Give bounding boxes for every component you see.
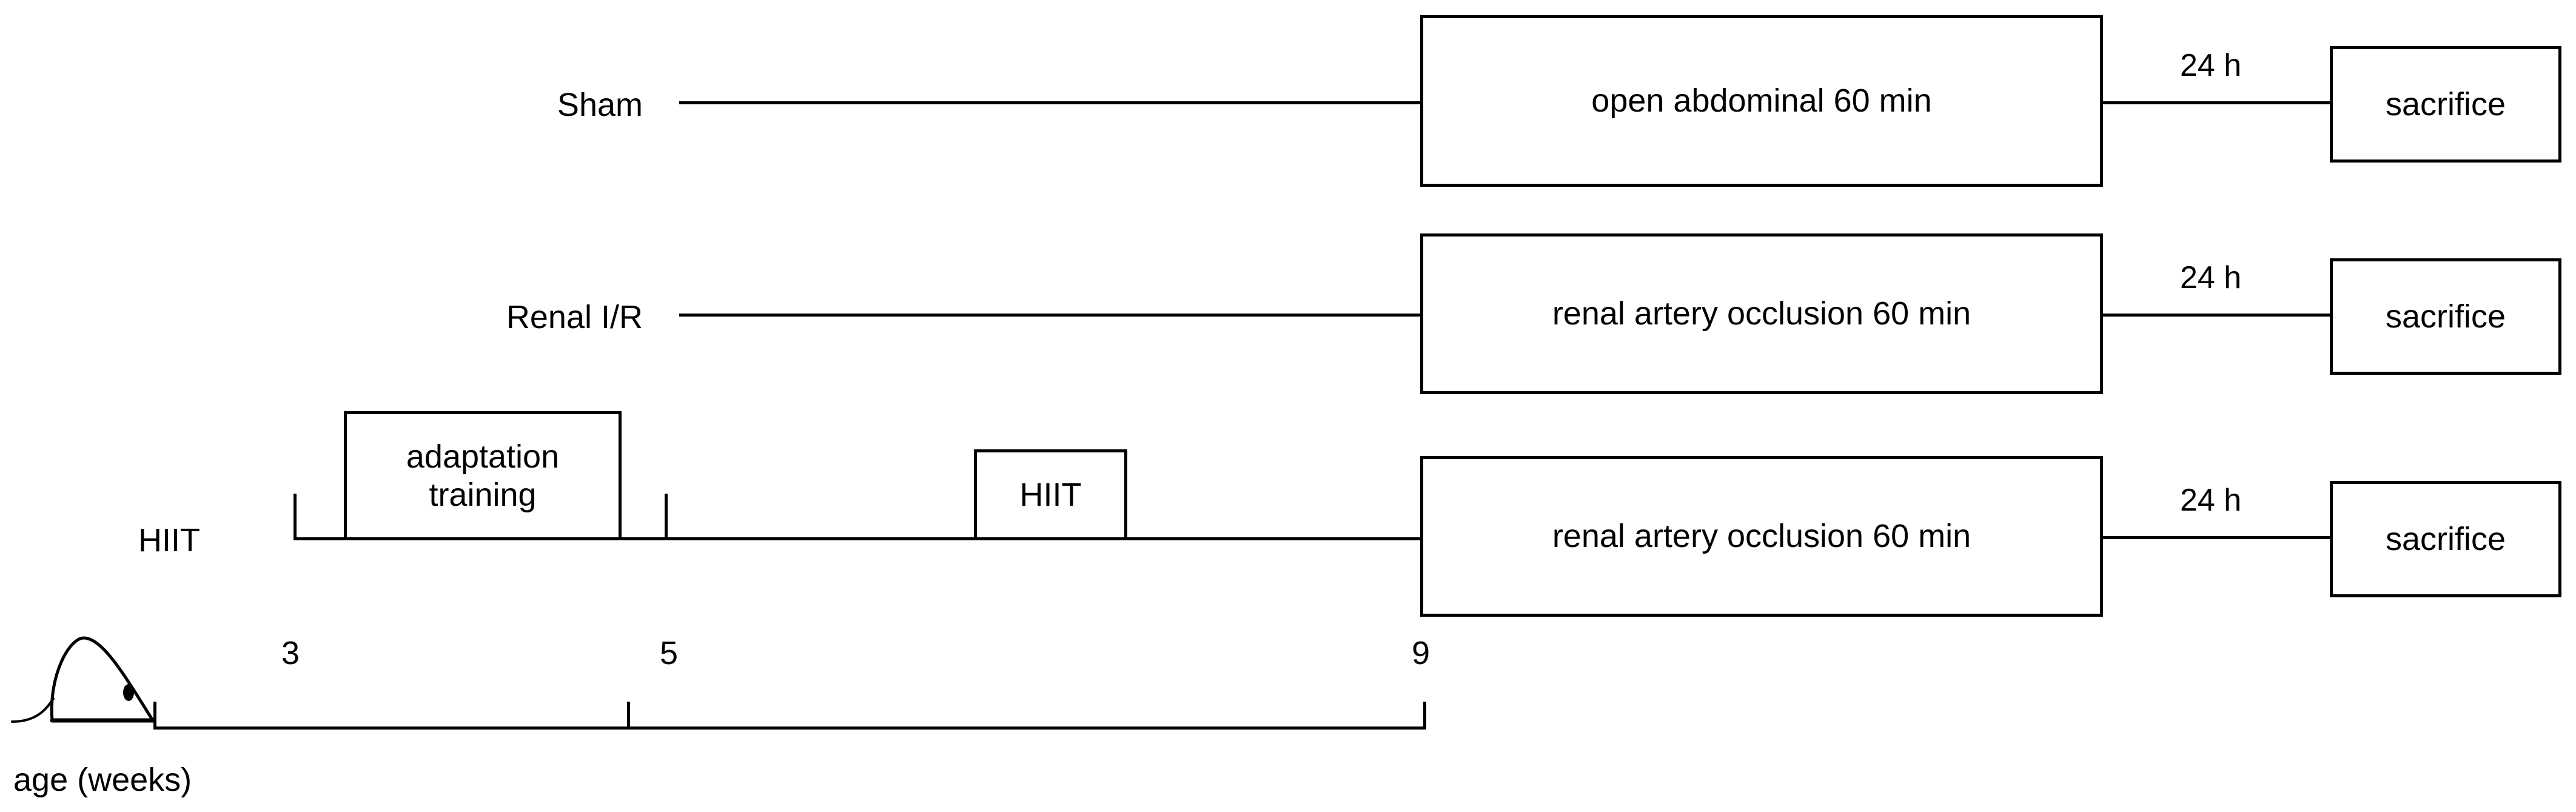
axis-tick-9: [1423, 702, 1426, 730]
axis-baseline: [153, 726, 1426, 730]
axis-tick-label-5: 5: [660, 635, 679, 671]
intervention-label-renal-ir: renal artery occlusion 60 min: [1552, 295, 1971, 332]
pre-box-label-adaptation-training: adaptation training: [406, 438, 560, 513]
mouse-icon: [11, 636, 155, 723]
pre-box-adaptation-training: adaptation training: [344, 411, 622, 540]
axis-tick-5: [627, 702, 630, 730]
endpoint-box-sham: sacrifice: [2330, 46, 2561, 163]
endpoint-label-hiit: sacrifice: [2385, 520, 2506, 557]
endpoint-box-hiit: sacrifice: [2330, 481, 2561, 597]
endpoint-label-renal-ir: sacrifice: [2385, 298, 2506, 335]
endpoint-label-sham: sacrifice: [2385, 86, 2506, 122]
intervention-label-hiit: renal artery occlusion 60 min: [1552, 518, 1971, 555]
axis-title: age (weeks): [13, 762, 192, 798]
group-label-renal-ir: Renal I/R: [506, 299, 643, 335]
intervention-box-sham: open abdominal 60 min: [1420, 15, 2103, 187]
interval-label-hiit: 24 h: [2180, 483, 2242, 518]
intervention-box-renal-ir: renal artery occlusion 60 min: [1420, 233, 2103, 394]
intervention-box-hiit: renal artery occlusion 60 min: [1420, 456, 2103, 617]
pre-box-label-hiit-block: HIIT: [1019, 476, 1082, 513]
interval-label-sham: 24 h: [2180, 48, 2242, 83]
connector-line-hiit: [2103, 536, 2333, 539]
intervention-label-sham: open abdominal 60 min: [1591, 82, 1932, 119]
pre-box-hiit-block: HIIT: [974, 449, 1127, 540]
group-label-sham: Sham: [557, 87, 643, 123]
timeline-tick-hiit-week3: [293, 494, 297, 540]
axis-tick-3: [153, 702, 156, 730]
group-label-hiit: HIIT: [138, 522, 200, 559]
timeline-tick-hiit-week5: [665, 494, 668, 540]
interval-label-renal-ir: 24 h: [2180, 260, 2242, 295]
timeline-line-hiit: [293, 537, 1423, 540]
timeline-line-sham: [679, 101, 1423, 104]
timeline-line-renal-ir: [679, 314, 1423, 317]
connector-line-sham: [2103, 101, 2333, 104]
axis-tick-label-9: 9: [1412, 635, 1431, 671]
connector-line-renal-ir: [2103, 314, 2333, 317]
endpoint-box-renal-ir: sacrifice: [2330, 258, 2561, 375]
axis-tick-label-3: 3: [281, 635, 300, 671]
